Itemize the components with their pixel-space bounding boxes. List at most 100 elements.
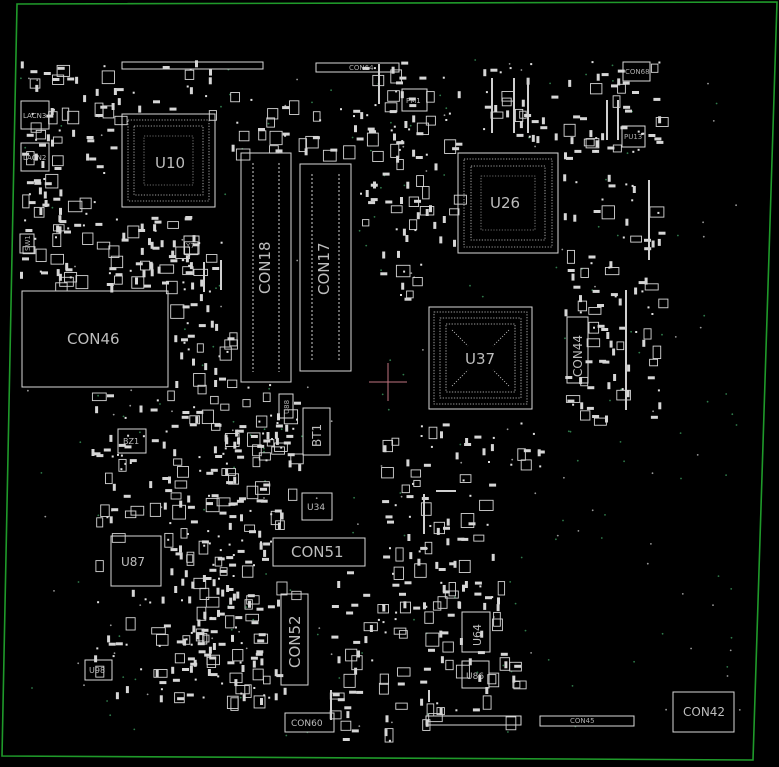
- via-65: [609, 399, 611, 402]
- passive-part-288: [149, 601, 152, 604]
- via-138: [735, 424, 738, 426]
- passive-part-165: [150, 241, 154, 249]
- via-258: [83, 684, 85, 687]
- via-43: [380, 465, 383, 467]
- passive-part-979: [492, 618, 503, 632]
- via-131: [134, 678, 137, 681]
- passive-part-987: [497, 581, 506, 596]
- passive-part-359: [120, 468, 123, 471]
- passive-part-95: [184, 69, 195, 80]
- passive-part-803: [625, 218, 629, 226]
- passive-part-790: [602, 360, 610, 364]
- via-8: [597, 225, 600, 228]
- passive-part-692: [514, 108, 524, 122]
- passive-part-174: [175, 381, 179, 388]
- con68-label: CON68: [625, 68, 650, 76]
- passive-part-134: [227, 337, 235, 341]
- passive-part-793: [565, 376, 573, 379]
- passive-part-737: [612, 144, 622, 153]
- passive-part-162: [186, 322, 189, 325]
- passive-part-186: [168, 255, 176, 259]
- lacn2-label: LACN2: [23, 154, 46, 162]
- passive-part-541: [396, 155, 400, 163]
- via-82: [77, 662, 80, 665]
- con52-label: CON52: [286, 615, 304, 668]
- passive-part-477: [236, 591, 240, 599]
- passive-part-1008: [38, 187, 42, 195]
- passive-part-1050: [294, 401, 301, 405]
- passive-part-1043: [257, 444, 265, 448]
- passive-part-168: [152, 246, 160, 250]
- passive-part-483: [224, 447, 227, 450]
- passive-part-318: [100, 504, 110, 517]
- passive-part-375: [103, 448, 111, 452]
- passive-part-14: [89, 157, 97, 161]
- passive-part-975: [420, 698, 424, 706]
- passive-part-554: [395, 90, 398, 93]
- passive-part-335: [205, 596, 220, 608]
- passive-part-705: [652, 345, 662, 360]
- passive-part-1025: [33, 179, 41, 183]
- via-76: [585, 73, 587, 76]
- passive-part-513: [203, 544, 206, 547]
- passive-part-584: [405, 235, 409, 242]
- passive-part-615: [409, 219, 418, 231]
- passive-part-198: [91, 449, 95, 456]
- passive-part-360: [190, 520, 198, 524]
- passive-part-371: [210, 673, 218, 677]
- passive-part-655: [601, 73, 609, 77]
- passive-part-804: [563, 213, 567, 221]
- passive-part-574: [404, 121, 408, 128]
- u10-outline: [121, 113, 216, 208]
- passive-part-897: [399, 592, 406, 596]
- passive-part-727: [580, 410, 591, 421]
- via-92: [679, 432, 682, 434]
- passive-part-181: [210, 320, 214, 328]
- passive-part-526: [282, 132, 290, 136]
- passive-part-749: [634, 287, 638, 295]
- passive-part-556: [353, 115, 355, 118]
- passive-part-146: [185, 255, 189, 263]
- passive-part-155: [212, 267, 220, 270]
- passive-part-290: [96, 517, 104, 528]
- via-177: [109, 624, 112, 627]
- passive-part-843: [435, 561, 439, 569]
- passive-part-86: [46, 134, 50, 142]
- passive-part-1051: [292, 427, 295, 430]
- passive-part-40: [45, 173, 59, 189]
- passive-part-323: [131, 589, 135, 597]
- passive-part-732: [588, 307, 602, 315]
- via-106: [459, 443, 462, 446]
- via-160: [357, 523, 359, 525]
- passive-part-956: [455, 709, 458, 712]
- passive-part-694: [494, 105, 498, 112]
- passive-part-616: [395, 228, 398, 231]
- passive-part-153: [115, 273, 123, 277]
- passive-part-944: [351, 729, 359, 733]
- passive-part-415: [231, 634, 234, 642]
- passive-part-946: [349, 690, 357, 694]
- passive-part-998: [512, 675, 516, 683]
- passive-part-980: [505, 716, 517, 731]
- via-105: [402, 373, 405, 376]
- passive-part-735: [641, 132, 644, 135]
- passive-part-652: [591, 61, 594, 64]
- passive-part-55: [208, 77, 212, 85]
- con18-outline: [240, 152, 292, 383]
- passive-part-863: [479, 499, 494, 511]
- passive-part-856: [469, 494, 472, 497]
- via-242: [74, 265, 76, 268]
- passive-part-231: [229, 515, 237, 519]
- via-192: [53, 590, 55, 592]
- con17-label: CON17: [315, 242, 333, 295]
- via-2: [133, 728, 136, 731]
- passive-part-519: [189, 423, 197, 427]
- passive-part-717: [587, 386, 595, 390]
- passive-part-610: [457, 91, 461, 99]
- passive-part-272: [232, 593, 236, 601]
- passive-part-444: [263, 549, 267, 557]
- passive-part-701: [607, 174, 611, 182]
- via-191: [661, 632, 664, 635]
- passive-part-827: [474, 435, 482, 439]
